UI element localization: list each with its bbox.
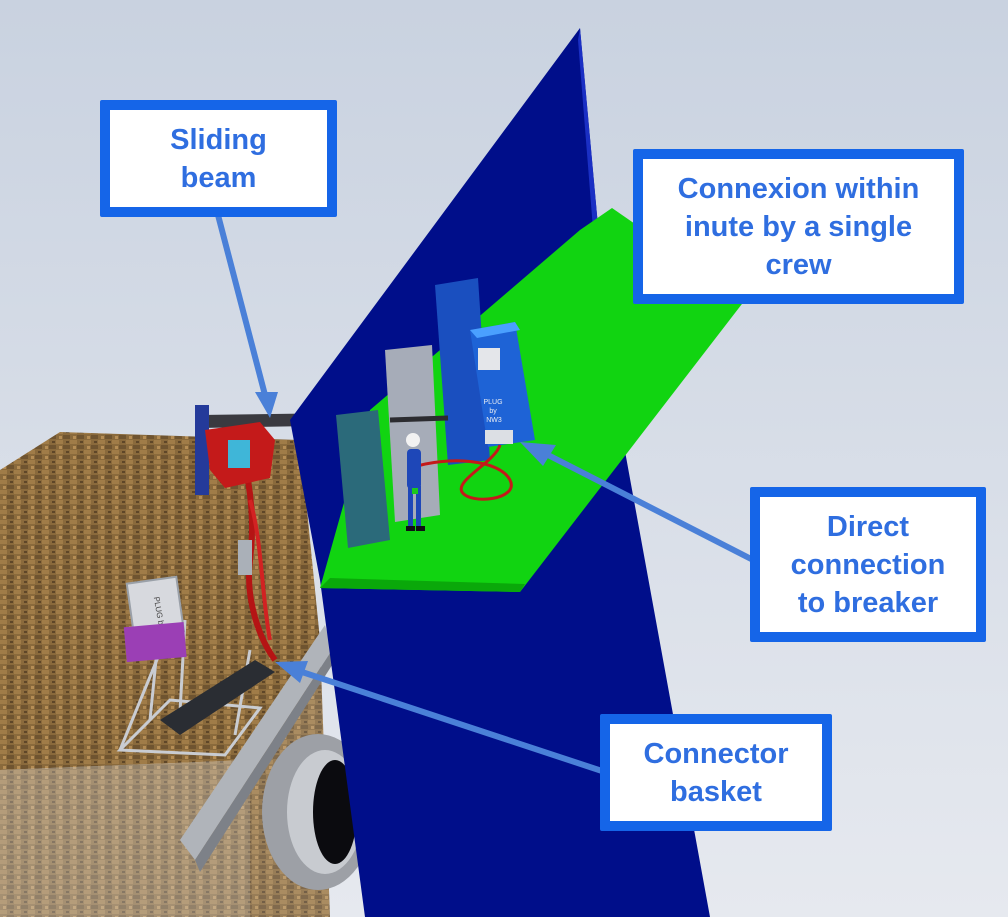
callout-direct-connection-line2: connection — [790, 548, 946, 581]
cabinet-label: PLUG by NW3 — [483, 399, 504, 424]
callout-direct-connection-line3: to breaker — [797, 586, 939, 619]
callout-connexion-line1: Connexion within — [677, 172, 920, 205]
callout-connexion-line2: inute by a single — [684, 210, 913, 243]
crew-member — [406, 433, 425, 531]
callout-sliding-beam-line1: Sliding — [170, 123, 267, 156]
callout-sliding-beam: Sliding beam — [100, 100, 337, 217]
basket-purple-panel — [123, 622, 187, 663]
callout-connector-basket-line2: basket — [670, 775, 762, 808]
callout-connector-basket-line1: Connector — [643, 737, 789, 770]
callout-direct-connection: Direct connection to breaker — [750, 487, 986, 642]
basket-rail — [160, 660, 275, 735]
arrow-sliding-beam — [215, 214, 268, 396]
callout-direct-connection-line1: Direct — [826, 510, 910, 543]
arrow-direct-connection — [546, 452, 759, 565]
deck-cable-loop — [409, 444, 513, 501]
breaker-box — [485, 430, 513, 444]
cable-plug — [238, 540, 252, 575]
cabinet-front — [336, 410, 390, 548]
arrow-connector-basket — [301, 669, 606, 775]
cabinet-back — [435, 278, 490, 465]
bollard-wheel — [262, 734, 374, 890]
callout-sliding-beam-line2: beam — [180, 161, 257, 194]
callout-connexion-line3: crew — [765, 248, 832, 281]
callout-connector-basket: Connector basket — [600, 714, 832, 831]
callout-arrows — [215, 214, 759, 775]
callout-connexion: Connexion within inute by a single crew — [633, 149, 964, 304]
